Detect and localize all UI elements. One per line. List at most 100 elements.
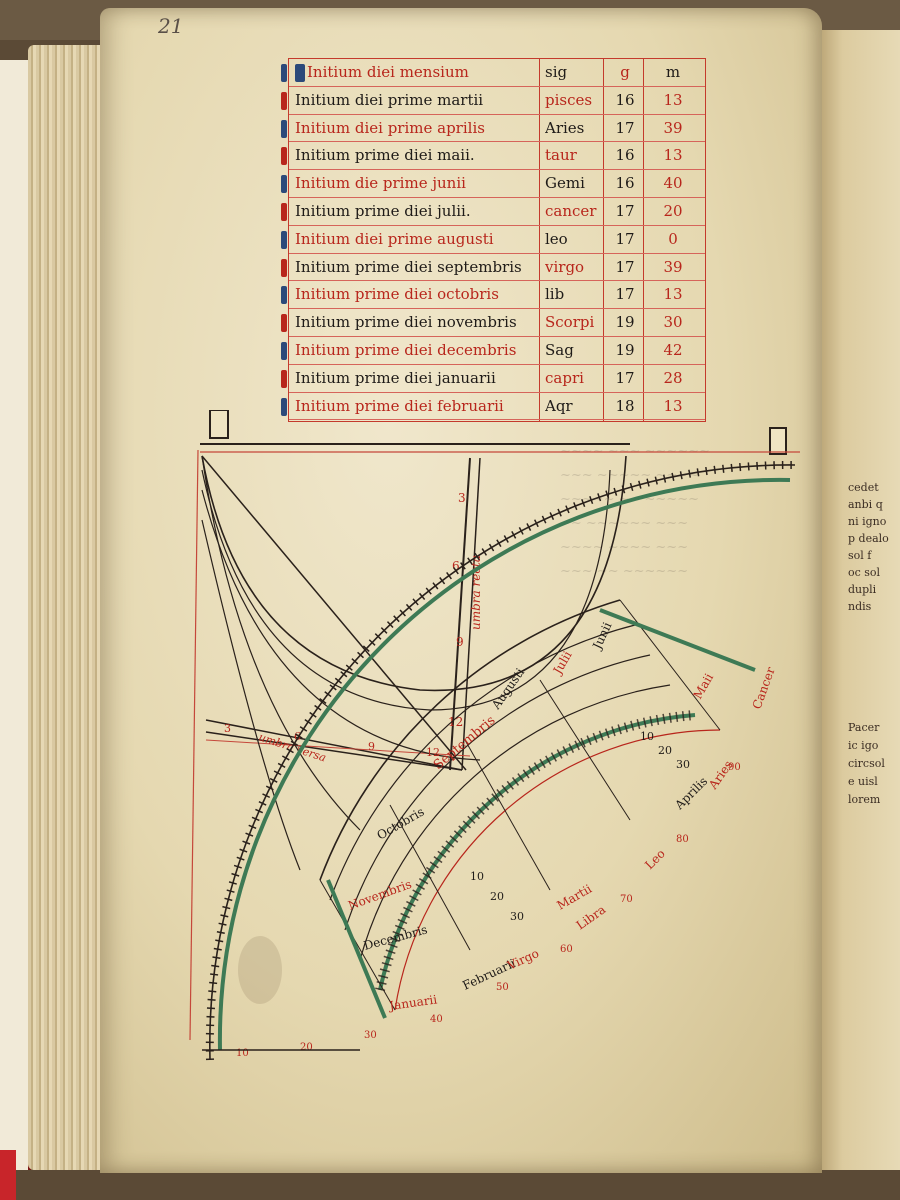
minute-value: 40 (663, 174, 683, 193)
degree-value: 17 (615, 118, 635, 137)
degree-label: 70 (620, 894, 633, 905)
initial-decoration (295, 64, 305, 82)
degree-label: 20 (300, 1042, 313, 1053)
day-mark: 20 (490, 890, 504, 903)
degree-value: 17 (615, 257, 635, 276)
minute-value: 13 (663, 285, 683, 304)
month-label: Junii (589, 620, 614, 653)
zodiac-sign: leo (545, 229, 568, 248)
minute-value: 30 (663, 313, 683, 332)
shadow-square-horizontal-2 (205, 731, 463, 771)
initial-decoration (281, 64, 287, 82)
initial-decoration (281, 147, 287, 166)
scale-number: 9 (456, 635, 464, 649)
initial-decoration (281, 258, 287, 277)
shadow-square-vertical-2 (461, 457, 481, 771)
pinnule-left (209, 410, 229, 439)
hour-arc-5 (201, 455, 361, 831)
hour-arc-3 (201, 489, 481, 761)
scale-number: 12 (448, 715, 463, 729)
degree-value: 16 (615, 174, 635, 193)
day-mark: 20 (658, 744, 672, 757)
column-rule (643, 59, 644, 421)
zodiac-sign: Sag (545, 341, 574, 359)
month-desc: Initium prime diei februarii (295, 396, 504, 415)
initial-decoration (281, 119, 287, 138)
day-mark: 10 (470, 870, 484, 883)
margin-text-line: e uisl (848, 775, 878, 788)
day-mark: 30 (510, 910, 524, 923)
degree-value: 17 (615, 285, 635, 304)
calendar-scale (205, 460, 796, 1061)
header-degree: g (620, 63, 630, 81)
zodiac-sign: Aqr (545, 396, 573, 415)
margin-text-line: dupli (848, 583, 877, 596)
initial-decoration (281, 314, 287, 333)
calendar-row: Initium die prime junii Gemi 16 40 (289, 170, 705, 198)
margin-text-line: anbi q (848, 498, 883, 511)
shadow-square-horizontal (205, 719, 463, 771)
quadrant-diagram: 3 6 9 12 3 6 9 12 umbra recta umbra vers… (189, 410, 800, 1061)
degree-value: 17 (615, 202, 635, 220)
scale-number: 3 (224, 722, 231, 735)
initial-decoration (281, 175, 287, 194)
zodiac-sign: capri (545, 368, 584, 387)
zodiac-sign: Aries (545, 118, 585, 137)
pinnule-right (769, 427, 787, 455)
margin-text-line: cedet (848, 481, 879, 494)
zodiac-sign: pisces (545, 90, 593, 109)
day-mark: 30 (676, 758, 690, 771)
zodiac-sign: cancer (545, 202, 597, 220)
calendar-row: Initium prime diei octobris lib 17 13 (289, 281, 705, 310)
zodiac-label: Cancer (750, 665, 778, 711)
margin-text-line: sol f (848, 549, 872, 562)
margin-text-line: circsol (848, 757, 885, 770)
minute-value: 20 (663, 202, 683, 220)
zodiac-label: Leo (642, 846, 668, 872)
initial-decoration (281, 369, 287, 388)
zodiac-sign: lib (545, 285, 565, 304)
initial-decoration (281, 203, 287, 221)
degree-label: 50 (496, 982, 509, 993)
margin-text-line: Pacer (848, 721, 880, 734)
degree-label: 80 (676, 834, 689, 845)
month-label: Januarii (386, 992, 438, 1013)
left-cover-board (0, 60, 31, 1170)
minute-value: 42 (663, 341, 683, 359)
header-minute: m (665, 63, 681, 81)
margin-text-line: oc sol (848, 566, 881, 579)
hour-arc-2 (201, 469, 611, 711)
column-rule (603, 59, 604, 421)
degree-value: 18 (615, 396, 635, 415)
minute-value: 28 (663, 368, 683, 387)
month-label: Decembris (362, 922, 429, 952)
scale-number: 6 (294, 730, 301, 743)
zodiac-label: Virgo (504, 946, 541, 973)
minute-value: 13 (663, 90, 683, 109)
stain (238, 936, 282, 1004)
degree-value: 19 (615, 341, 635, 359)
folio-number: 21 (158, 14, 184, 38)
month-label: Julii (549, 649, 574, 679)
month-desc: Initium prime diei januarii (295, 368, 496, 387)
day-mark: 10 (640, 730, 654, 743)
margin-text-line: p dealo (848, 532, 889, 545)
month-label: Aprilis (672, 774, 711, 813)
degree-value: 17 (615, 229, 635, 248)
month-desc: Initium die prime junii (295, 174, 466, 193)
month-desc: Initium prime diei octobris (295, 285, 499, 304)
shadow-square-vertical (449, 457, 471, 771)
degree-label: 30 (364, 1030, 377, 1041)
degree-value: 19 (615, 313, 635, 332)
zodiac-sign: Gemi (545, 174, 585, 193)
zodiac-sign: taur (545, 146, 577, 165)
header-desc: Initium diei mensium (295, 59, 539, 87)
